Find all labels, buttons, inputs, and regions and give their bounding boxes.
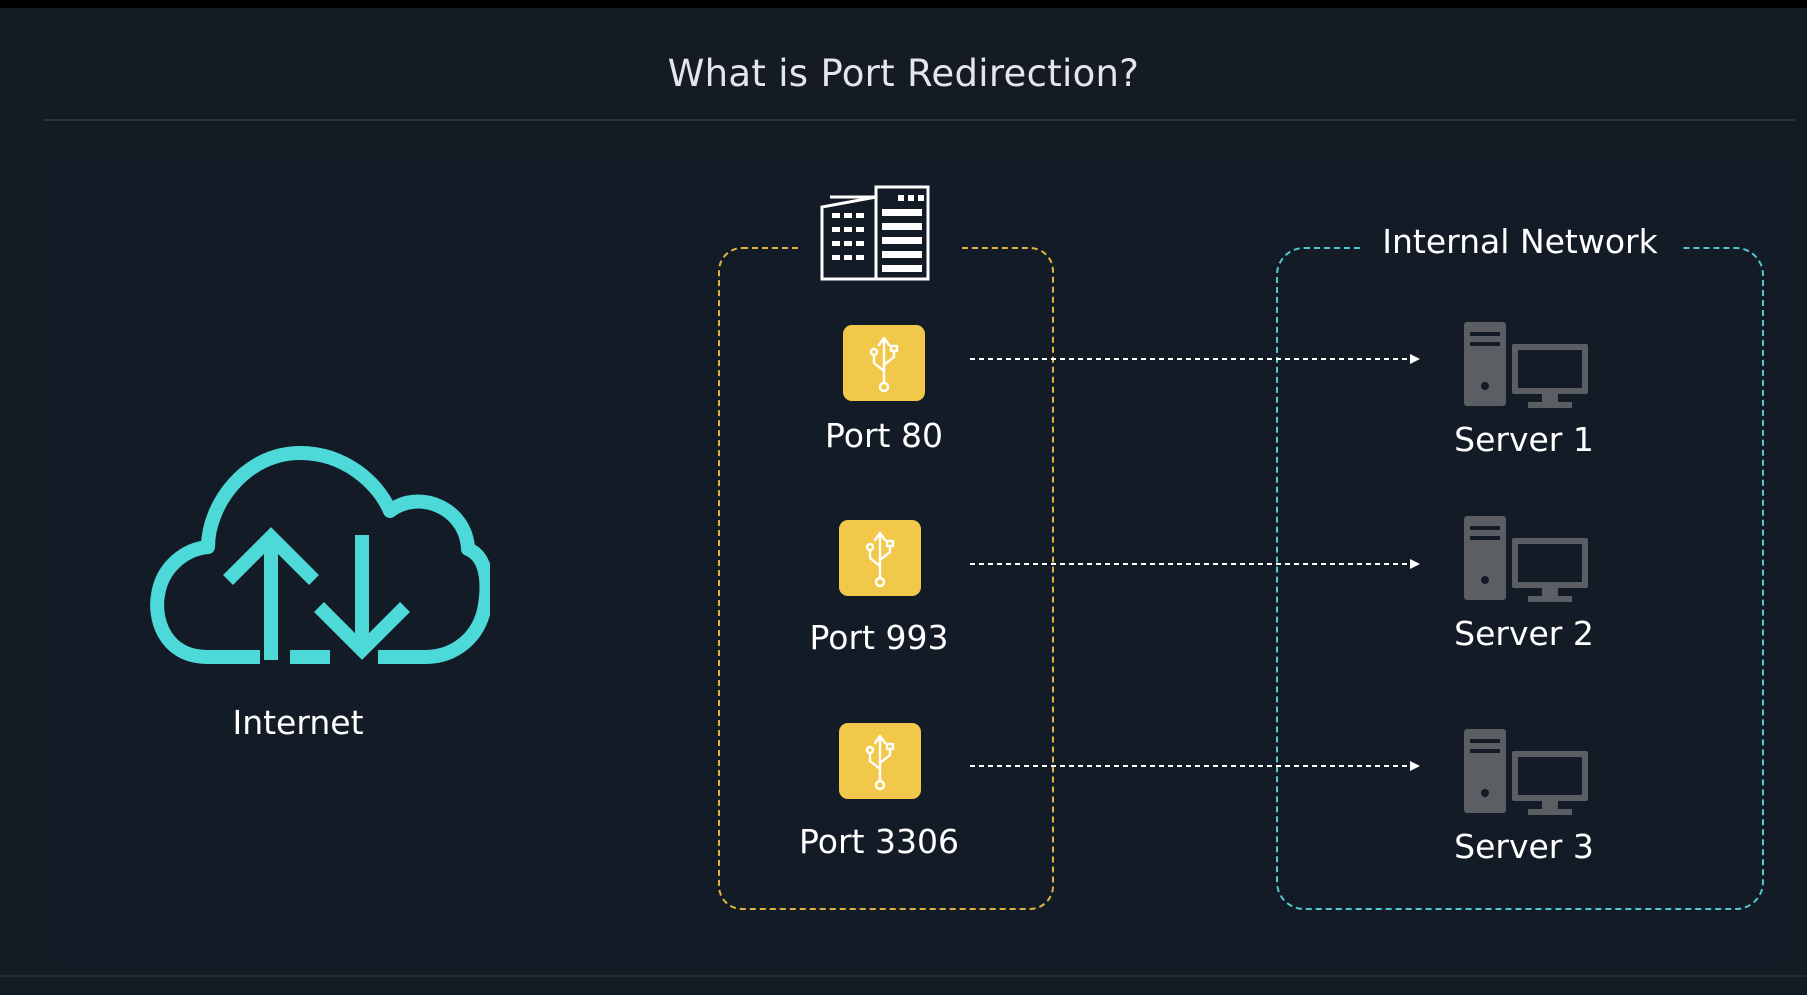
usb-icon bbox=[869, 336, 899, 393]
server-computer-icon bbox=[1464, 516, 1588, 602]
internal-network-title: Internal Network bbox=[1360, 222, 1680, 261]
usb-icon bbox=[865, 531, 895, 588]
page-title: What is Port Redirection? bbox=[667, 52, 1140, 95]
building-icon bbox=[820, 185, 930, 281]
port-80-label: Port 80 bbox=[825, 416, 943, 455]
server-3-label: Server 3 bbox=[1454, 827, 1594, 866]
cloud-upload-download-icon bbox=[150, 446, 490, 664]
port-3306-label: Port 3306 bbox=[799, 822, 959, 861]
server-computer-icon bbox=[1464, 729, 1588, 815]
server-1-label: Server 1 bbox=[1454, 420, 1594, 459]
top-bar bbox=[0, 0, 1807, 8]
building-backer bbox=[800, 230, 962, 264]
server-computer-icon bbox=[1464, 322, 1588, 408]
port-3306-tile bbox=[839, 723, 921, 799]
bottom-divider bbox=[0, 975, 1807, 977]
server-2-label: Server 2 bbox=[1454, 614, 1594, 653]
port-993-tile bbox=[839, 520, 921, 596]
internet-label: Internet bbox=[232, 703, 364, 742]
port-993-label: Port 993 bbox=[809, 618, 949, 657]
usb-icon bbox=[865, 734, 895, 791]
title-divider bbox=[43, 119, 1795, 121]
port-80-tile bbox=[843, 325, 925, 401]
